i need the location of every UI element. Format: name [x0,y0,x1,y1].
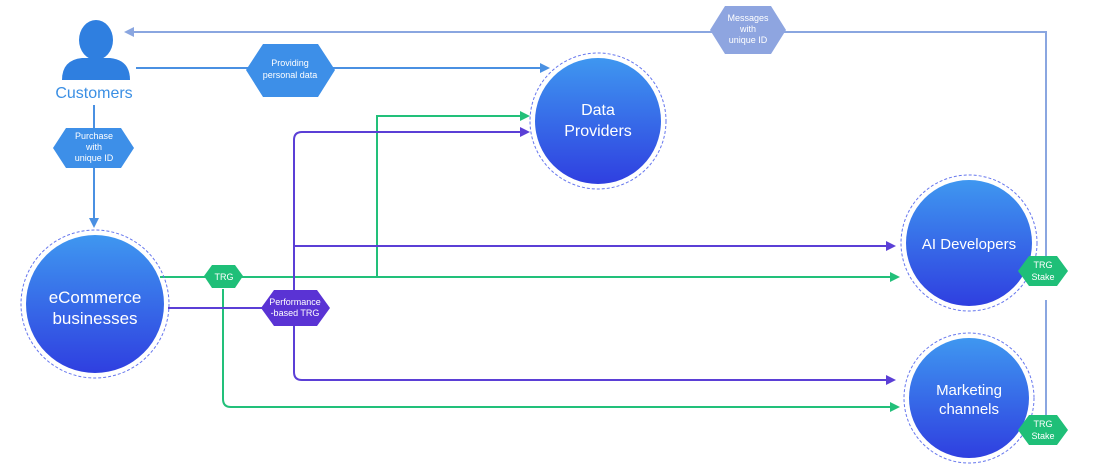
providing-personal-data-tag: Providing personal data [246,44,335,97]
messages-return-arrow [124,27,1047,270]
messages-line1: Messages [727,13,769,23]
providing-line2: personal data [263,70,318,80]
marketing-label-line2: channels [939,401,999,418]
providing-line1: Providing [271,58,309,68]
ecommerce-label-line2: businesses [52,309,137,328]
providers-label-line1: Data [581,102,615,119]
purchase-line3: unique ID [75,153,114,163]
stake-ai-line1: TRG [1034,260,1053,270]
purchase-line2: with [85,142,102,152]
ecommerce-node: eCommerce businesses [20,229,170,379]
trg-label: TRG [215,272,234,282]
trg-to-providers-arrow [246,111,530,278]
marketing-label-line1: Marketing [936,382,1002,399]
trg-to-marketing-arrow [222,289,900,412]
performance-line2: -based TRG [271,308,320,318]
performance-line1: Performance [269,297,321,307]
data-providers-node: Data Providers [529,52,667,190]
marketing-channels-node: Marketing channels [903,332,1035,464]
performance-to-providers-arrow [293,127,530,290]
messages-line3: unique ID [729,35,768,45]
user-icon [62,20,130,80]
customers-node: Customers [55,20,133,102]
stake-mkt-line2: Stake [1031,431,1054,441]
performance-based-trg-tag: Performance -based TRG [261,290,330,326]
providers-label-line2: Providers [564,123,632,140]
performance-to-marketing-arrow [293,326,896,385]
stake-ai-line2: Stake [1031,272,1054,282]
messages-unique-id-tag: Messages with unique ID [710,6,786,54]
trg-tag: TRG [204,265,243,288]
purchase-line1: Purchase [75,131,113,141]
ecommerce-label-line1: eCommerce [49,288,142,307]
trg-stake-ai-tag: TRG Stake [1018,256,1068,286]
purchase-unique-id-tag: Purchase with unique ID [53,128,134,168]
trg-stake-marketing-tag: TRG Stake [1018,415,1068,445]
messages-line2: with [739,24,756,34]
stake-mkt-line1: TRG [1034,419,1053,429]
ai-label: AI Developers [922,236,1016,253]
customers-label: Customers [55,85,132,102]
ai-developers-node: AI Developers [900,174,1038,312]
